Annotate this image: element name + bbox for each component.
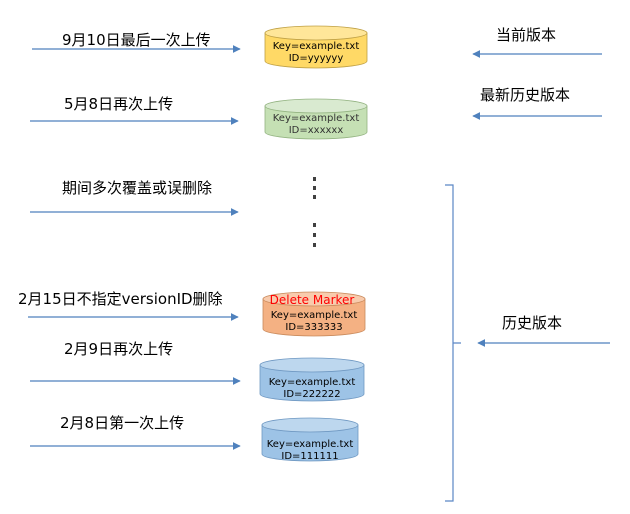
object-id-text: ID=222222 <box>283 389 340 400</box>
cylinder-body <box>264 32 368 69</box>
cylinder-top <box>261 417 359 433</box>
event-label-3: 期间多次覆盖或误删除 <box>62 179 212 197</box>
cylinder-body <box>259 364 365 402</box>
dot <box>313 223 316 227</box>
object-cylinder-6: Key=example.txt ID=111111 <box>261 417 359 462</box>
object-key-text: Key=example.txt <box>271 310 358 321</box>
event-label-6: 2月8日第一次上传 <box>60 414 184 432</box>
object-cylinder-5: Key=example.txt ID=222222 <box>259 357 365 402</box>
cylinder-top <box>262 291 366 307</box>
current-version-label: 当前版本 <box>496 26 556 44</box>
object-cylinder-4: Delete Marker Key=example.txt ID=333333 <box>262 291 366 337</box>
dot <box>313 177 316 181</box>
history-brace <box>445 184 461 502</box>
object-id-text: ID=111111 <box>281 451 338 462</box>
latest-history-label: 最新历史版本 <box>480 86 570 104</box>
event-label-2: 5月8日再次上传 <box>64 95 173 113</box>
dot <box>313 233 316 237</box>
object-key-text: Key=example.txt <box>273 113 360 124</box>
cylinder-body <box>264 105 368 140</box>
cylinder-body <box>262 298 366 337</box>
dot <box>313 186 316 190</box>
object-id-text: ID=xxxxxx <box>289 125 344 136</box>
event-label-1: 9月10日最后一次上传 <box>62 31 211 49</box>
object-cylinder-1: Key=example.txt ID=yyyyyy <box>264 25 368 69</box>
cylinder-body <box>261 424 359 462</box>
object-key-text: Key=example.txt <box>273 41 360 52</box>
object-key-text: Key=example.txt <box>267 439 354 450</box>
event-label-5: 2月9日再次上传 <box>64 340 173 358</box>
cylinder-top <box>259 357 365 373</box>
cylinder-top <box>264 98 368 114</box>
delete-marker-text: Delete Marker <box>270 293 355 307</box>
history-version-label: 历史版本 <box>502 314 562 332</box>
object-key-text: Key=example.txt <box>269 377 356 388</box>
object-id-text: ID=333333 <box>285 322 342 333</box>
dot <box>313 195 316 199</box>
dot <box>313 243 316 247</box>
cylinder-top <box>264 25 368 41</box>
object-cylinder-2: Key=example.txt ID=xxxxxx <box>264 98 368 140</box>
object-id-text: ID=yyyyyy <box>289 53 344 64</box>
event-label-4: 2月15日不指定versionID删除 <box>18 290 223 308</box>
ellipsis-dots <box>313 177 316 247</box>
